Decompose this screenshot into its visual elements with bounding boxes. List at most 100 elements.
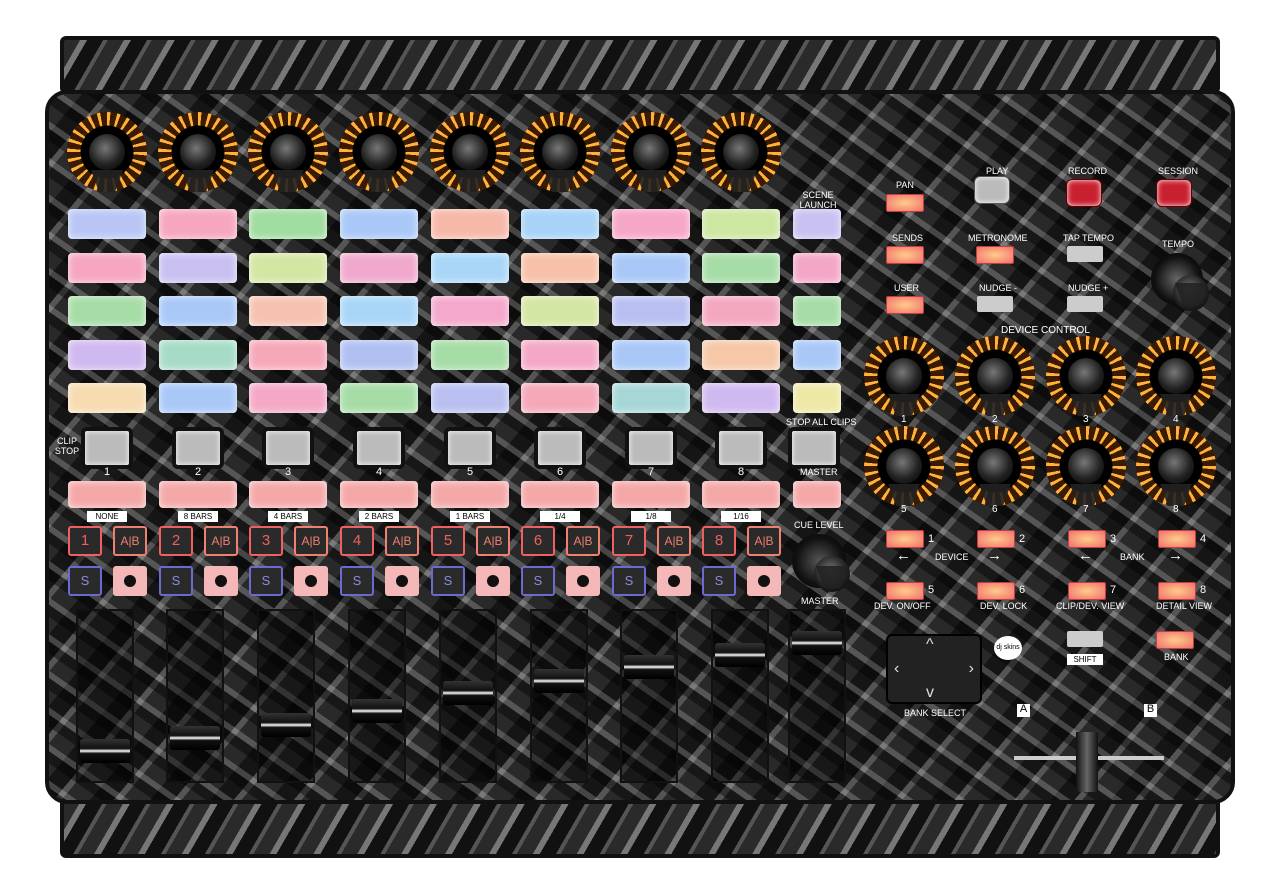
- clip-launch-pad[interactable]: [431, 383, 509, 413]
- device-knob[interactable]: [1046, 426, 1126, 506]
- metronome-button[interactable]: [976, 246, 1014, 264]
- clip-launch-pad[interactable]: [612, 252, 690, 283]
- clip-launch-pad[interactable]: [249, 339, 327, 370]
- clip-launch-pad[interactable]: [431, 296, 509, 326]
- crossfade-assign-button[interactable]: A|B: [294, 526, 328, 556]
- clip-launch-pad[interactable]: [68, 383, 146, 413]
- track-activator-button[interactable]: 7: [612, 526, 646, 556]
- track-fader[interactable]: [76, 609, 134, 783]
- record-arm-button[interactable]: [294, 566, 328, 596]
- clip-launch-pad[interactable]: [159, 209, 237, 239]
- clip-launch-pad[interactable]: [159, 383, 237, 413]
- device-button[interactable]: [886, 582, 924, 600]
- sends-button[interactable]: [886, 246, 924, 264]
- solo-button[interactable]: S: [249, 566, 283, 596]
- clip-stop-button[interactable]: [262, 427, 314, 469]
- clip-stop-button[interactable]: [534, 427, 586, 469]
- device-knob[interactable]: [864, 426, 944, 506]
- session-button[interactable]: [1156, 179, 1192, 207]
- clip-launch-pad[interactable]: [612, 296, 690, 326]
- track-activator-button[interactable]: 4: [340, 526, 374, 556]
- clip-launch-pad[interactable]: [249, 383, 327, 413]
- crossfade-assign-button[interactable]: A|B: [566, 526, 600, 556]
- clip-launch-pad[interactable]: [612, 339, 690, 370]
- track-select-button[interactable]: [340, 481, 418, 508]
- clip-launch-pad[interactable]: [249, 252, 327, 283]
- bank-select-pad[interactable]: ^v‹›: [886, 634, 982, 704]
- fader-cap[interactable]: [352, 698, 402, 723]
- crossfade-assign-button[interactable]: A|B: [113, 526, 147, 556]
- track-select-button[interactable]: [521, 481, 599, 508]
- solo-button[interactable]: S: [340, 566, 374, 596]
- record-arm-button[interactable]: [657, 566, 691, 596]
- track-activator-button[interactable]: 3: [249, 526, 283, 556]
- crossfader-knob[interactable]: [1076, 732, 1098, 792]
- clip-launch-pad[interactable]: [612, 209, 690, 239]
- solo-button[interactable]: S: [431, 566, 465, 596]
- scene-launch-pad[interactable]: [793, 383, 841, 413]
- solo-button[interactable]: S: [521, 566, 555, 596]
- clip-launch-pad[interactable]: [431, 209, 509, 239]
- track-fader[interactable]: [257, 609, 315, 783]
- crossfade-assign-button[interactable]: A|B: [476, 526, 510, 556]
- track-knob[interactable]: [701, 112, 781, 192]
- tempo-knob[interactable]: [1151, 253, 1209, 311]
- track-fader[interactable]: [530, 609, 588, 783]
- scene-launch-pad[interactable]: [793, 209, 841, 239]
- clip-launch-pad[interactable]: [159, 296, 237, 326]
- clip-stop-button[interactable]: [353, 427, 405, 469]
- clip-launch-pad[interactable]: [68, 252, 146, 283]
- clip-stop-button[interactable]: [444, 427, 496, 469]
- device-knob[interactable]: [1136, 336, 1216, 416]
- track-knob[interactable]: [158, 112, 238, 192]
- track-select-button[interactable]: [159, 481, 237, 508]
- device-knob[interactable]: [1136, 426, 1216, 506]
- clip-launch-pad[interactable]: [702, 252, 780, 283]
- scene-launch-pad[interactable]: [793, 252, 841, 283]
- left-icon[interactable]: ‹: [894, 660, 900, 677]
- clip-launch-pad[interactable]: [521, 339, 599, 370]
- solo-button[interactable]: S: [159, 566, 193, 596]
- user-button[interactable]: [886, 296, 924, 314]
- fader-cap[interactable]: [792, 631, 842, 656]
- clip-launch-pad[interactable]: [340, 383, 418, 413]
- clip-launch-pad[interactable]: [702, 296, 780, 326]
- clip-launch-pad[interactable]: [340, 209, 418, 239]
- device-knob[interactable]: [955, 426, 1035, 506]
- track-fader[interactable]: [348, 609, 406, 783]
- nudge-plus-button[interactable]: [1067, 296, 1103, 312]
- track-knob[interactable]: [248, 112, 328, 192]
- fader-cap[interactable]: [715, 643, 765, 668]
- clip-launch-pad[interactable]: [521, 383, 599, 413]
- clip-launch-pad[interactable]: [159, 339, 237, 370]
- track-activator-button[interactable]: 6: [521, 526, 555, 556]
- tap-tempo-button[interactable]: [1067, 246, 1103, 262]
- device-button[interactable]: [886, 530, 924, 548]
- stop-all-clips-button[interactable]: [788, 427, 840, 469]
- track-fader[interactable]: [711, 609, 769, 783]
- clip-stop-button[interactable]: [715, 427, 767, 469]
- bank-button[interactable]: [1156, 631, 1194, 649]
- track-select-button[interactable]: [612, 481, 690, 508]
- fader-cap[interactable]: [80, 739, 130, 764]
- clip-launch-pad[interactable]: [431, 252, 509, 283]
- shift-button[interactable]: [1067, 631, 1103, 647]
- clip-launch-pad[interactable]: [159, 252, 237, 283]
- track-knob[interactable]: [520, 112, 600, 192]
- record-button[interactable]: [1066, 179, 1102, 207]
- record-arm-button[interactable]: [566, 566, 600, 596]
- track-select-button[interactable]: [702, 481, 780, 508]
- track-fader[interactable]: [166, 609, 224, 783]
- clip-launch-pad[interactable]: [340, 252, 418, 283]
- track-knob[interactable]: [611, 112, 691, 192]
- record-arm-button[interactable]: [113, 566, 147, 596]
- clip-launch-pad[interactable]: [340, 339, 418, 370]
- master-fader[interactable]: [788, 609, 846, 783]
- clip-launch-pad[interactable]: [521, 296, 599, 326]
- device-button[interactable]: [977, 582, 1015, 600]
- device-button[interactable]: [1158, 582, 1196, 600]
- clip-launch-pad[interactable]: [702, 339, 780, 370]
- record-arm-button[interactable]: [476, 566, 510, 596]
- device-knob[interactable]: [1046, 336, 1126, 416]
- clip-launch-pad[interactable]: [340, 296, 418, 326]
